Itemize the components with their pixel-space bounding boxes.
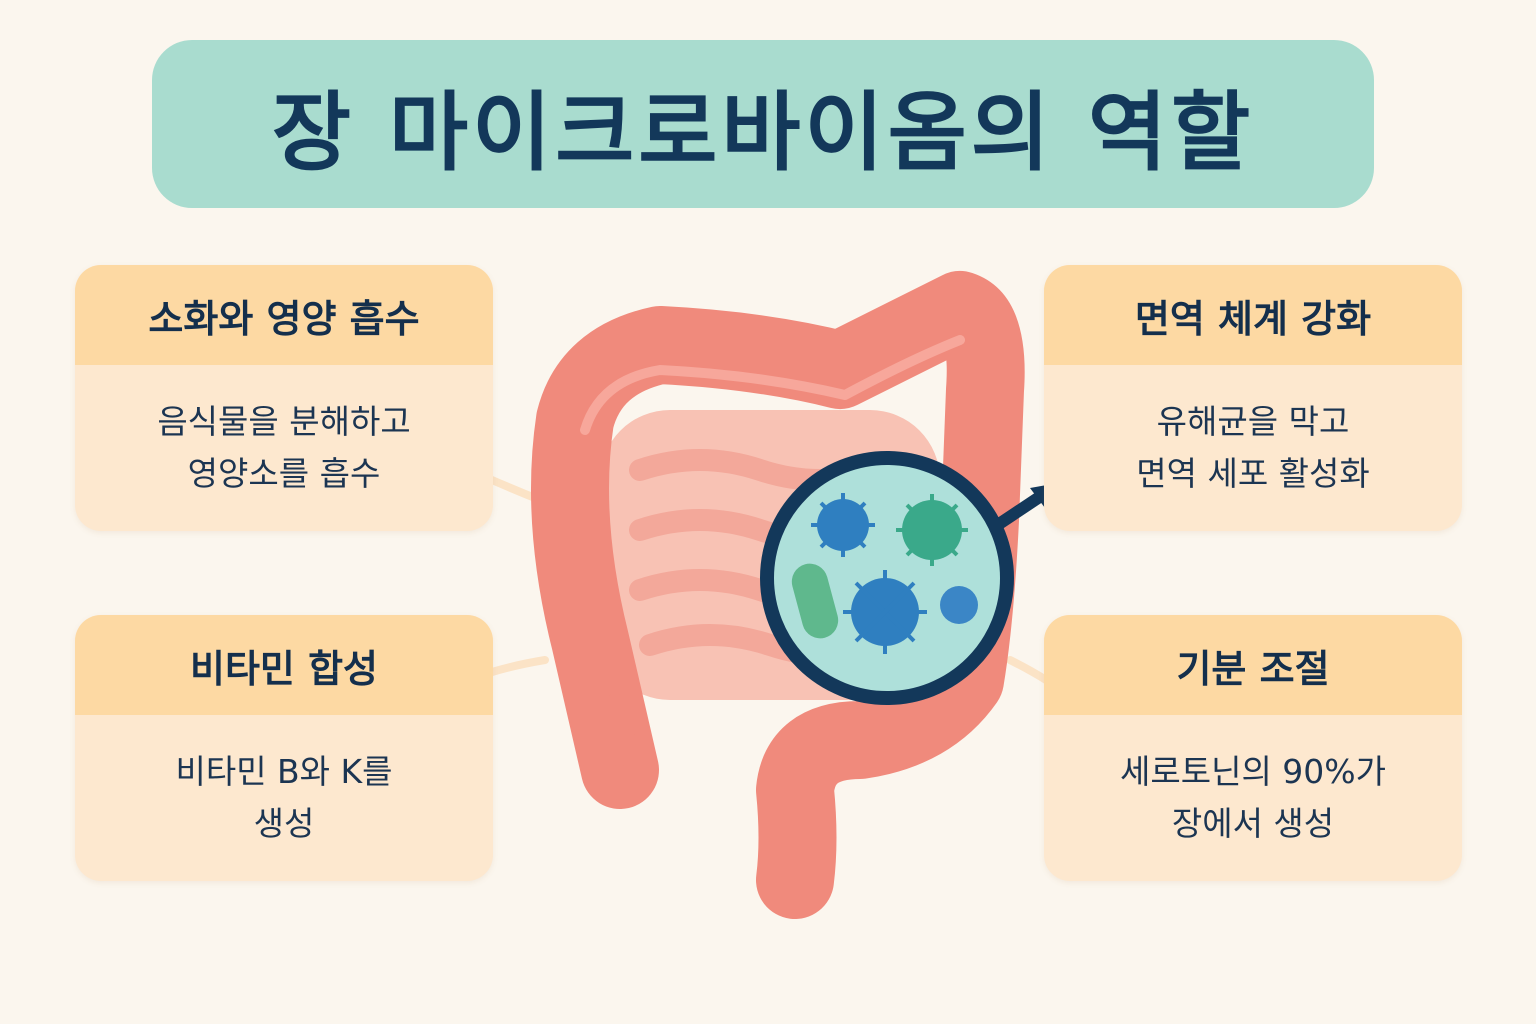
card-body: 유해균을 막고 면역 세포 활성화 [1044,365,1462,531]
card-text-line: 비타민 B와 K를 [175,752,393,791]
virus-blue-icon [811,493,875,557]
card-text-line: 음식물을 분해하고 [157,402,411,441]
page-title: 장 마이크로바이옴의 역할 [271,82,1255,183]
card-text-line: 면역 세포 활성화 [1136,454,1370,493]
card-text-line: 영양소를 흡수 [187,454,381,493]
card-text-line: 장에서 생성 [1171,804,1335,843]
card-text-line: 세로토닌의 90%가 [1120,752,1386,791]
card-heading: 기분 조절 [1044,615,1462,715]
virus-blue-large-icon [843,570,927,654]
card-text-line: 유해균을 막고 [1156,402,1350,441]
card-heading: 면역 체계 강화 [1044,265,1462,365]
card-text-line: 생성 [253,804,315,843]
large-intestine [531,271,1025,919]
bacteria-rod-icon [791,563,839,639]
card-heading: 소화와 영양 흡수 [75,265,493,365]
card-body: 비타민 B와 K를 생성 [75,715,493,881]
card-mood: 기분 조절 세로토닌의 90%가 장에서 생성 [1044,615,1462,881]
card-immune: 면역 체계 강화 유해균을 막고 면역 세포 활성화 [1044,265,1462,531]
card-digestion: 소화와 영양 흡수 음식물을 분해하고 영양소를 흡수 [75,265,493,531]
magnifier-microbes-icon [760,451,1058,705]
card-body: 세로토닌의 90%가 장에서 생성 [1044,715,1462,881]
card-heading: 비타민 합성 [75,615,493,715]
card-vitamin: 비타민 합성 비타민 B와 K를 생성 [75,615,493,881]
title-banner: 장 마이크로바이옴의 역할 [152,40,1374,208]
virus-green-icon [896,494,968,566]
card-body: 음식물을 분해하고 영양소를 흡수 [75,365,493,531]
cell-icon [940,586,978,624]
